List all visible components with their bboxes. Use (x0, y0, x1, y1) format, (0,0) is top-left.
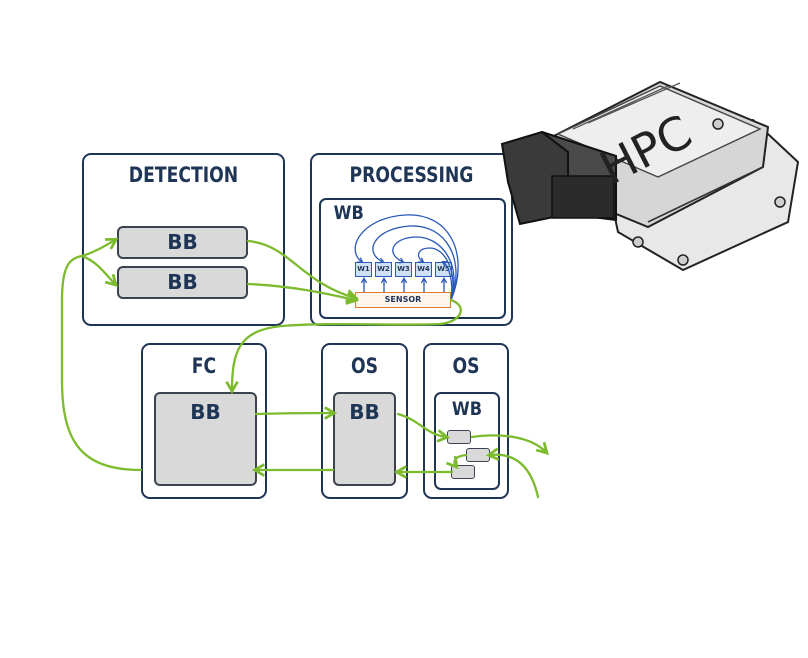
os-middle-title: OS (350, 354, 379, 378)
detection-block-top-label: BB (167, 230, 198, 254)
detection-block-bottom: BB (117, 266, 248, 299)
worker-label-4: W4 (417, 265, 430, 273)
os-right-wb-label: WB (451, 398, 483, 420)
hpc-ecu-icon: HPC (498, 72, 803, 277)
blue-arrow-icon (354, 214, 459, 301)
fc-panel: FC BB (141, 343, 267, 499)
sensor-label: SENSOR (384, 295, 422, 304)
fc-block: BB (154, 392, 257, 486)
green-arrow-icon (60, 237, 549, 499)
processing-wb-label: WB (333, 202, 364, 224)
hpc-ecu-drawing: HPC (500, 80, 800, 272)
os-right-title: OS (452, 354, 480, 378)
worker-label-1: W1 (357, 265, 370, 273)
worker-label-5: W5 (437, 265, 450, 273)
os-middle-block: BB (333, 392, 396, 486)
os-middle-panel: OS BB (321, 343, 408, 499)
detection-block-top: BB (117, 226, 248, 259)
detection-title: DETECTION (128, 163, 239, 187)
detection-panel: DETECTION BB BB (82, 153, 285, 326)
fc-block-label: BB (190, 400, 221, 424)
fc-title: FC (191, 354, 217, 378)
processing-title: PROCESSING (349, 163, 474, 187)
worker-label-3: W3 (397, 265, 410, 273)
os-middle-block-label: BB (349, 400, 380, 424)
detection-block-bottom-label: BB (167, 270, 198, 294)
worker-label-2: W2 (377, 265, 390, 273)
